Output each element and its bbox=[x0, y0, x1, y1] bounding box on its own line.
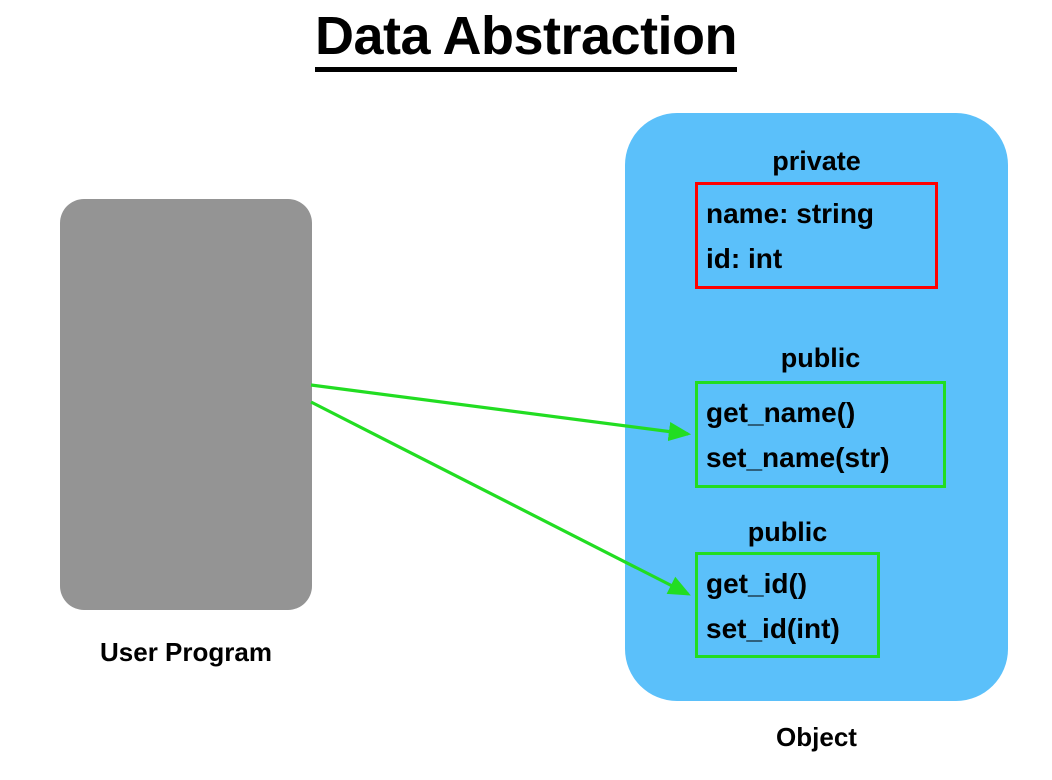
section-heading-public-id: public bbox=[747, 517, 828, 547]
public-id-members-box: get_id() set_id(int) bbox=[695, 552, 880, 658]
object-label: Object bbox=[776, 722, 857, 752]
member-item: id: int bbox=[706, 243, 783, 274]
public-name-members-box: get_name() set_name(str) bbox=[695, 381, 946, 488]
member-item: name: string bbox=[706, 198, 875, 229]
user-program-box bbox=[60, 199, 312, 610]
section-heading-public-name: public bbox=[780, 343, 861, 373]
section-heading-private: private bbox=[772, 146, 861, 176]
user-program-label: User Program bbox=[100, 637, 272, 667]
member-item: get_id() bbox=[706, 568, 808, 599]
member-item: set_id(int) bbox=[706, 613, 840, 644]
page-title-text: Data Abstraction bbox=[314, 8, 738, 72]
member-item: get_name() bbox=[706, 397, 856, 428]
page-title: Data Abstraction bbox=[0, 8, 1052, 72]
member-item: set_name(str) bbox=[706, 442, 890, 473]
private-members-box: name: string id: int bbox=[695, 182, 938, 289]
